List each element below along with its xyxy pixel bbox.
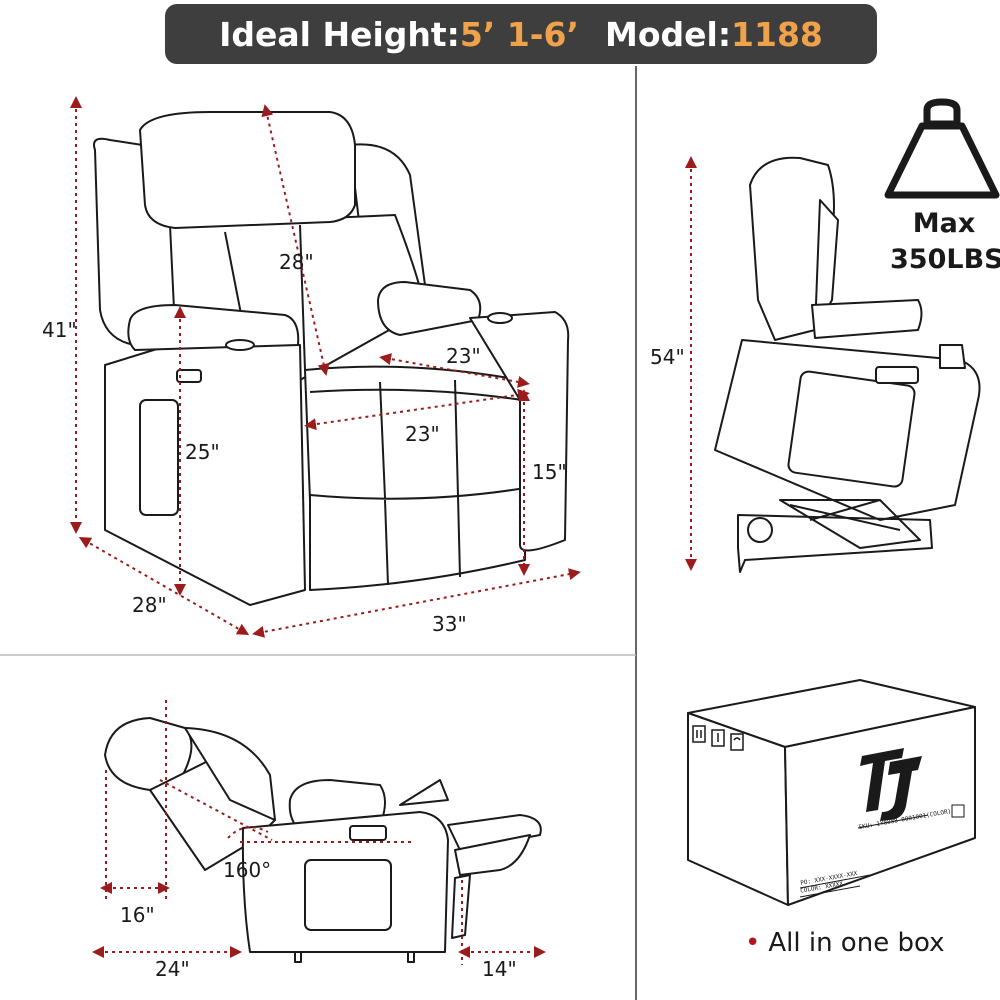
height-value: 5’ 1-6’ bbox=[459, 14, 579, 54]
label-total-height: 41" bbox=[42, 318, 77, 342]
box-label bbox=[799, 804, 965, 898]
label-depth: 28" bbox=[132, 593, 167, 617]
label-arm-height: 25" bbox=[185, 440, 220, 464]
label-rear-depth: 24" bbox=[155, 957, 190, 981]
header-banner: Ideal Height:5’ 1-6’ Model:1188 bbox=[165, 4, 877, 64]
front-view-chair bbox=[93, 111, 570, 606]
label-recline-angle: 160° bbox=[223, 858, 272, 882]
shipping-box bbox=[687, 679, 976, 906]
dim-back-height bbox=[261, 104, 330, 376]
dim-width bbox=[252, 568, 581, 638]
lift-view-chair bbox=[714, 156, 981, 573]
dim-depth bbox=[78, 537, 250, 635]
model-value: 1188 bbox=[731, 14, 823, 54]
height-label: Ideal Height: bbox=[219, 14, 460, 54]
max-weight-label: Max 350LBS bbox=[890, 206, 1000, 278]
fragile-icon bbox=[692, 725, 744, 751]
recline-view-chair bbox=[104, 717, 542, 963]
box-caption: •All in one box bbox=[745, 928, 944, 958]
label-seat-height: 15" bbox=[532, 460, 567, 484]
label-seat-width-front: 23" bbox=[405, 422, 440, 446]
label-back-clearance: 16" bbox=[120, 903, 155, 927]
dim-recline-angle bbox=[227, 826, 269, 839]
label-width: 33" bbox=[432, 612, 467, 636]
max-text: Max bbox=[912, 208, 976, 239]
label-back-height: 28" bbox=[279, 250, 314, 274]
label-front-extension: 14" bbox=[482, 957, 517, 981]
weight-icon bbox=[884, 98, 1000, 199]
dim-seat-width-front bbox=[304, 388, 530, 431]
label-seat-width-top: 23" bbox=[446, 344, 481, 368]
dim-seat-width-top bbox=[379, 353, 530, 388]
bullet-icon: • bbox=[745, 928, 761, 958]
max-value: 350LBS bbox=[890, 244, 1000, 275]
recline-view-dimension-lines bbox=[92, 700, 546, 965]
front-view-dimension-lines bbox=[70, 96, 581, 638]
box-caption-text: All in one box bbox=[768, 928, 945, 958]
model-label: Model: bbox=[605, 14, 732, 54]
label-lift-height: 54" bbox=[650, 345, 685, 369]
brand-logo-icon bbox=[860, 748, 922, 821]
